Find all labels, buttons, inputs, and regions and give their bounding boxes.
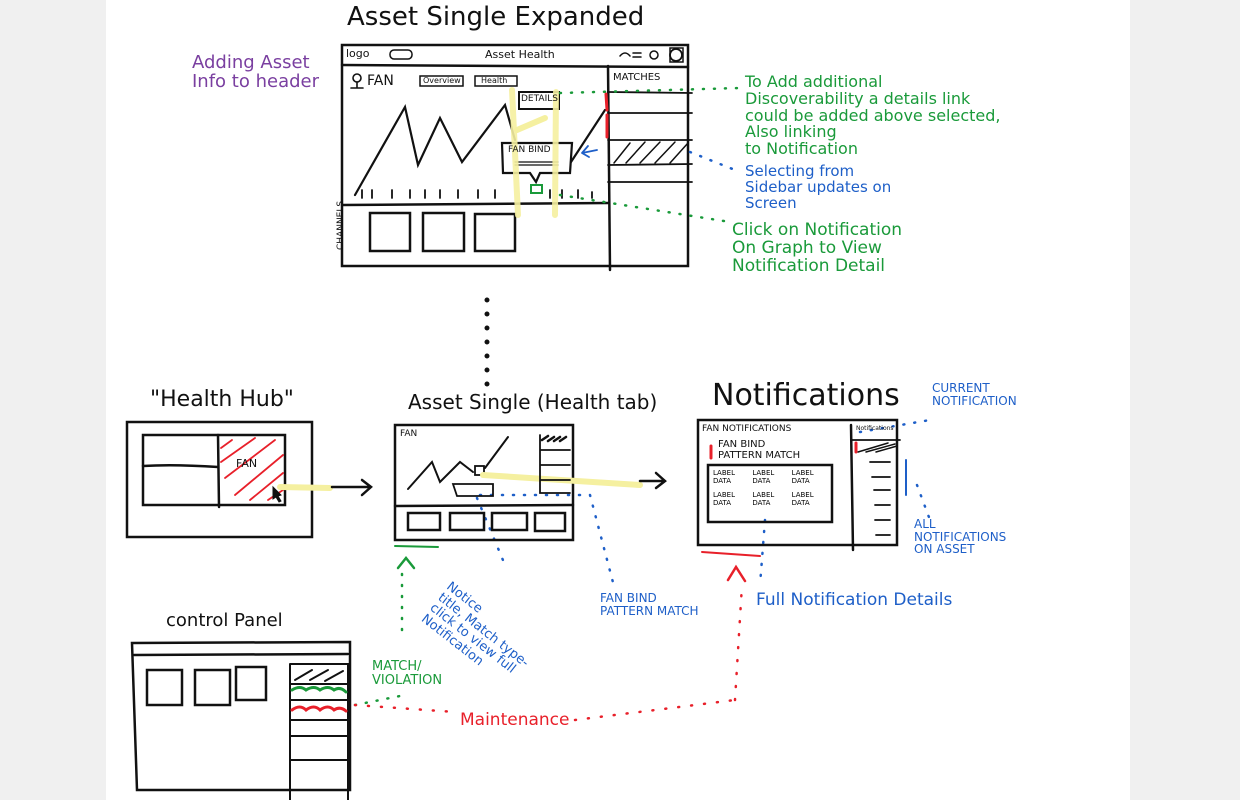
green-connectors: [353, 86, 742, 707]
asset-single-wireframe: [393, 423, 667, 570]
asset-name: FAN: [367, 73, 394, 89]
annotation-maintenance: Maintenance: [460, 710, 570, 730]
sketch-sheet: [106, 0, 1130, 800]
matches-title: MATCHES: [613, 72, 661, 83]
popup-title: FAN BIND: [508, 145, 551, 155]
annotation-match-violation: MATCH/ VIOLATION: [372, 659, 443, 688]
cursor-icon: [272, 485, 282, 503]
control-panel-title: control Panel: [166, 610, 283, 631]
logo: logo: [346, 47, 370, 60]
annotation-full-details: Full Notification Details: [756, 590, 953, 610]
details-button-box: [518, 91, 560, 110]
tab-overview-box: [419, 75, 464, 87]
health-hub-wireframe: [125, 420, 373, 539]
details-button[interactable]: DETAILS: [521, 94, 558, 104]
tab-health[interactable]: Health: [481, 76, 508, 85]
annotation-sidebar: Selecting from Sidebar updates on Screen: [745, 162, 892, 212]
control-panel-wireframe: [130, 640, 352, 800]
toggle-icon: [389, 49, 413, 60]
popup-bubble: [500, 141, 574, 185]
asset-single-title: Asset Single (Health tab): [408, 390, 658, 414]
graph-line: [353, 102, 517, 197]
annotation-click-notification: Click on Notification On Graph to View N…: [732, 220, 903, 276]
channels-label: CHANNELS: [336, 200, 346, 250]
health-hub-title: "Health Hub": [150, 387, 294, 412]
timeline-ticks: [361, 189, 593, 199]
annotation-header-info: Adding Asset Info to header: [192, 52, 319, 92]
expanded-wireframe: [340, 43, 693, 272]
annotation-details-link: To Add additional Discoverability a deta…: [745, 72, 1001, 159]
selected-match-hatch: [613, 141, 689, 164]
notifications-wireframe: [696, 418, 901, 583]
asset-single-name: FAN: [400, 429, 418, 439]
tab-health-box: [474, 75, 518, 87]
annotation-fan-bind: FAN BIND PATTERN MATCH: [600, 591, 699, 618]
annotation-current-notification: CURRENT NOTIFICATION: [932, 381, 1017, 408]
notifications-header: FAN NOTIFICATIONS: [702, 424, 792, 434]
annotation-all-notifications: ALL NOTIFICATIONS ON ASSET: [914, 517, 1007, 557]
notification-detail-title: FAN BIND PATTERN MATCH: [718, 439, 801, 461]
notifications-sidebar-title: Notifications: [856, 425, 894, 432]
notifications-title: Notifications: [712, 378, 900, 413]
tab-overview[interactable]: Overview: [423, 76, 461, 85]
health-hub-fan-tile[interactable]: FAN: [236, 457, 258, 470]
expanded-title: Asset Single Expanded: [347, 2, 645, 32]
header-title: Asset Health: [485, 48, 555, 61]
